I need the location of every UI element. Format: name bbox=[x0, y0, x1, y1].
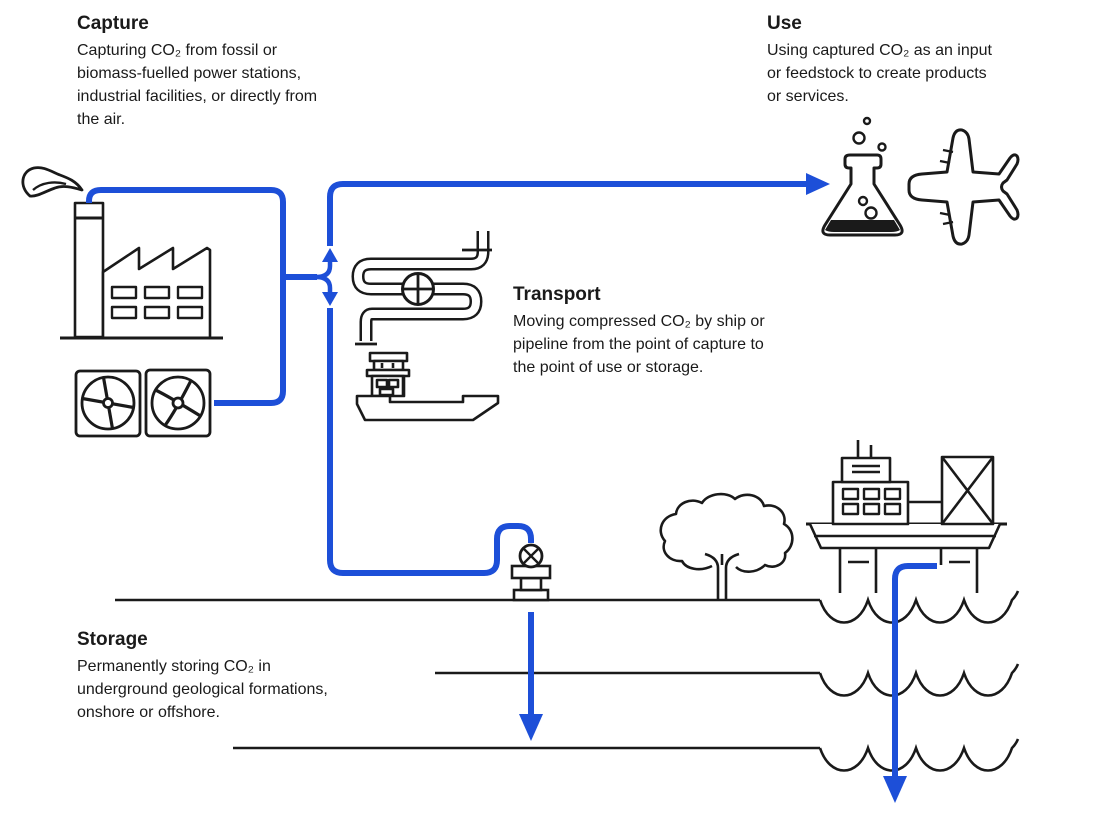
factory-icon bbox=[21, 166, 223, 340]
flask-icon bbox=[821, 116, 904, 237]
storage-heading: Storage bbox=[77, 629, 148, 650]
chimney bbox=[73, 201, 105, 339]
capture-heading: Capture bbox=[77, 13, 149, 34]
dac-fans-icon bbox=[74, 368, 212, 438]
storage-flow-line bbox=[327, 308, 534, 576]
co2-flow-lines bbox=[86, 181, 937, 779]
airplane-icon bbox=[907, 128, 1020, 246]
offshore-platform-icon bbox=[806, 440, 1007, 593]
offshore-injection-arrowhead bbox=[883, 776, 907, 803]
transport-description: Moving compressed CO₂ by ship or pipelin… bbox=[513, 313, 765, 376]
ship-hull bbox=[355, 394, 500, 422]
storage-description: Permanently storing CO₂ in underground g… bbox=[77, 658, 328, 721]
tree-canopy bbox=[659, 492, 794, 573]
tree-trunk bbox=[704, 552, 720, 600]
junction-up-shaft bbox=[315, 262, 333, 280]
smoke-icon bbox=[21, 166, 84, 198]
flask-liquid bbox=[825, 220, 900, 232]
derrick-tower bbox=[940, 455, 995, 526]
capture-collection-line bbox=[86, 187, 286, 406]
use-flow-line bbox=[327, 181, 809, 246]
transport-section: Transport Moving compressed CO₂ by ship … bbox=[513, 284, 858, 379]
ship-icon bbox=[355, 351, 500, 422]
geological-layers-icon bbox=[115, 598, 820, 750]
injection-wellhead-icon bbox=[510, 543, 552, 602]
co2-flow-arrowheads bbox=[322, 173, 907, 803]
use-section: Use Using captured CO₂ as an input or fe… bbox=[767, 13, 1077, 108]
pipeline-icon bbox=[351, 231, 492, 346]
valve-wheel-icon bbox=[401, 272, 435, 306]
offshore-injection-shaft bbox=[892, 563, 937, 779]
junction-down-arrowhead bbox=[322, 292, 338, 306]
capture-section: Capture Capturing CO₂ from fossil or bio… bbox=[77, 13, 407, 131]
storage-section: Storage Permanently storing CO₂ in under… bbox=[77, 629, 387, 724]
capture-description: Capturing CO₂ from fossil or biomass-fue… bbox=[77, 42, 318, 128]
use-description: Using captured CO₂ as an input or feedst… bbox=[767, 42, 992, 105]
platform-windows bbox=[841, 487, 902, 516]
factory-windows bbox=[110, 285, 204, 320]
use-arrowhead bbox=[806, 173, 830, 195]
transport-heading: Transport bbox=[513, 284, 601, 305]
platform-cabin bbox=[840, 456, 892, 484]
tree-icon bbox=[659, 492, 794, 600]
platform-legs bbox=[838, 548, 979, 593]
junction-down-shaft bbox=[315, 274, 333, 292]
water-waves-icon bbox=[818, 589, 1020, 772]
junction-up-arrowhead bbox=[322, 248, 338, 262]
injection-arrowhead bbox=[519, 714, 543, 741]
use-heading: Use bbox=[767, 13, 802, 34]
